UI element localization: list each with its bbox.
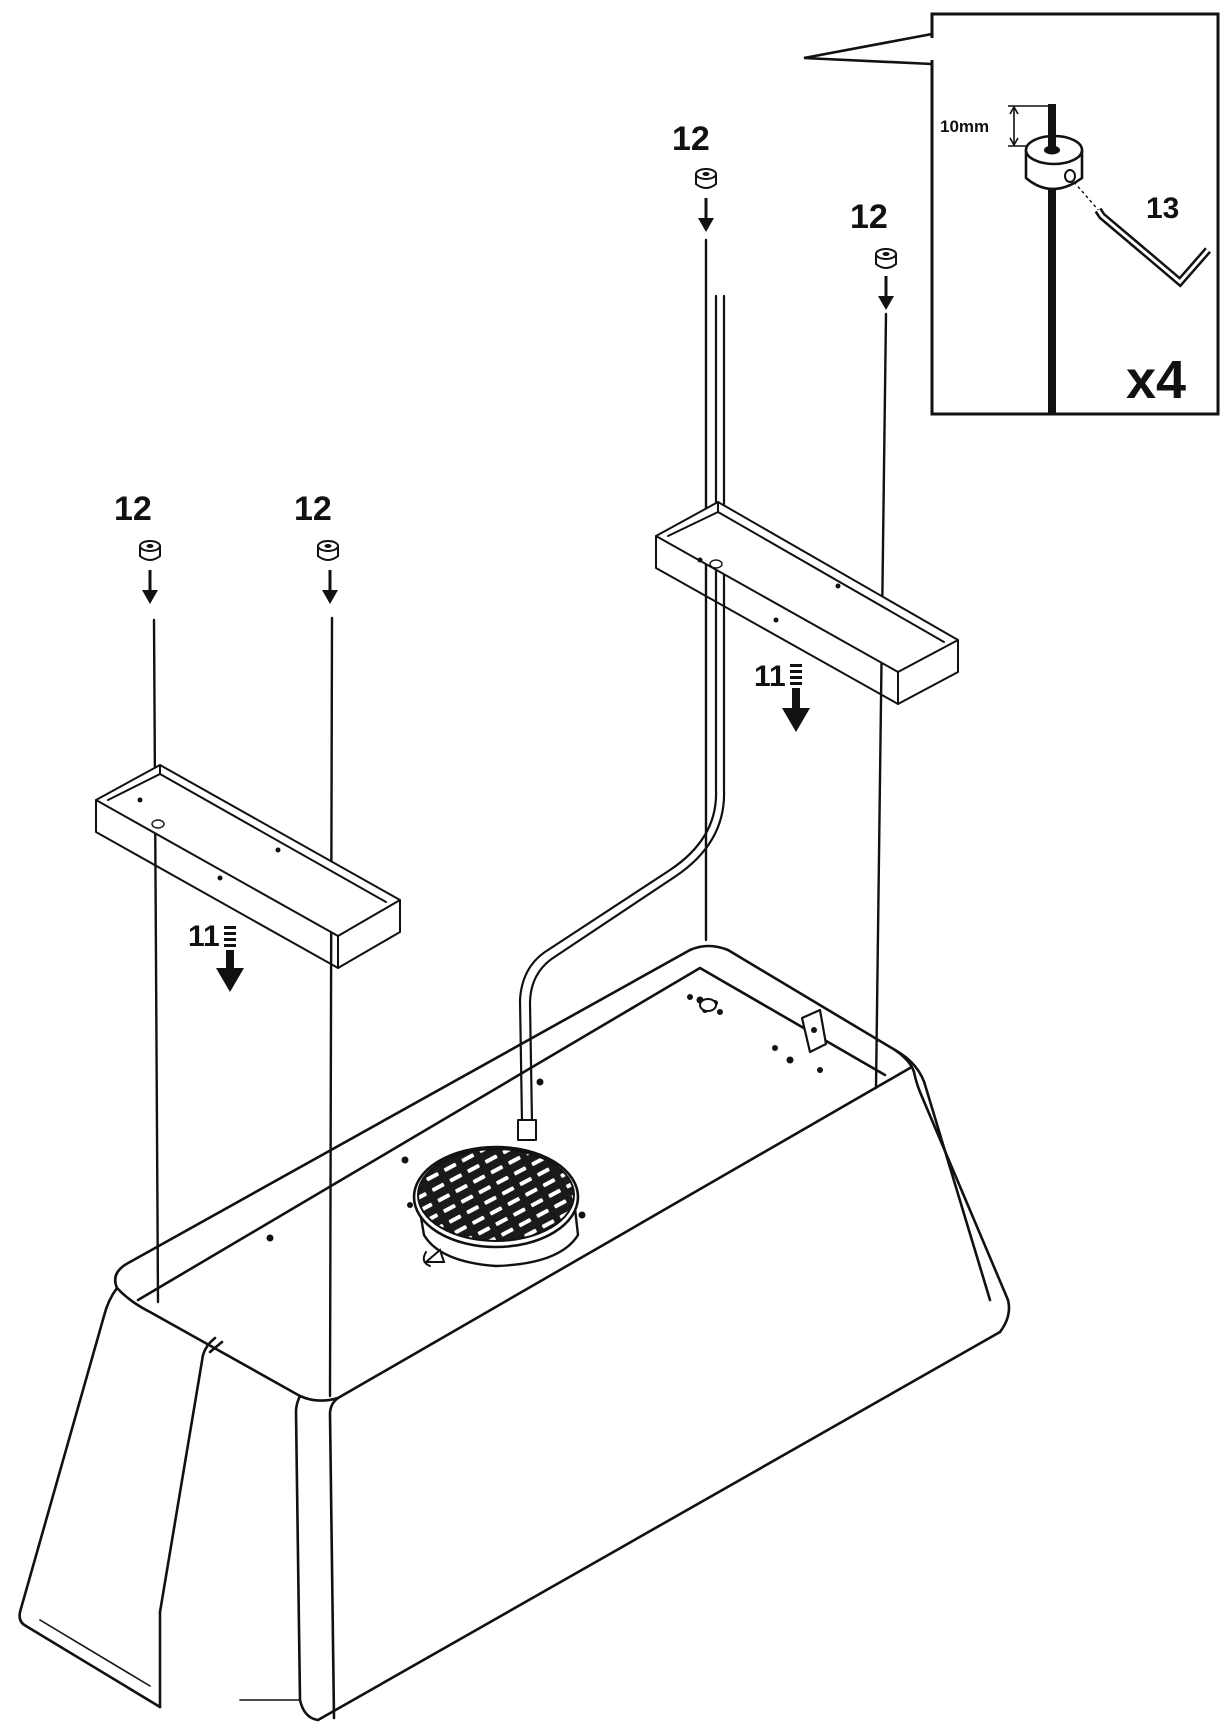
bracket-arrow-right (782, 664, 810, 732)
down-arrow-icon (698, 198, 714, 232)
cylinder-nut-icon (317, 540, 339, 561)
nut-label-right-a: 12 (672, 120, 710, 158)
down-arrow-icon (322, 570, 338, 604)
fan-motor-grille (412, 1145, 580, 1268)
nut-group-left-b (317, 540, 339, 604)
bracket-label-right: 11 (754, 660, 786, 693)
bracket-arrow-left (216, 926, 244, 992)
range-hood-body (18, 944, 1011, 1722)
detail-callout: 10mm 13 x4 (803, 12, 1220, 416)
cylinder-nut-icon (695, 168, 717, 189)
quantity-label: x4 (1126, 350, 1186, 410)
nut-label-right-b: 12 (850, 198, 888, 236)
cylinder-nut-icon (875, 248, 897, 269)
nut-group-right-a (695, 168, 717, 232)
bracket-label-left: 11 (188, 920, 220, 953)
down-arrow-icon (782, 664, 810, 732)
down-arrow-icon (878, 276, 894, 310)
threaded-rod (1048, 104, 1056, 414)
left-bracket (95, 764, 401, 969)
hex-key-label: 13 (1146, 192, 1179, 225)
cylinder-nut-icon (139, 540, 161, 561)
center-hole (699, 998, 717, 1012)
gap-dimension-label: 10mm (940, 117, 989, 136)
nut-label-left-b: 12 (294, 490, 332, 528)
nut-group-right-b (875, 248, 897, 310)
mounting-tab (800, 1008, 828, 1054)
right-bracket (655, 501, 959, 705)
nut-group-left-a (139, 540, 161, 604)
suspension-cables (152, 238, 888, 1398)
down-arrow-icon (142, 570, 158, 604)
dimension-marker (1008, 105, 1050, 147)
power-cable (517, 294, 726, 1141)
allen-key-icon (1094, 207, 1212, 288)
cylinder-nut-icon (1024, 104, 1084, 191)
nut-label-left-a: 12 (114, 490, 152, 528)
down-arrow-icon (216, 926, 244, 992)
